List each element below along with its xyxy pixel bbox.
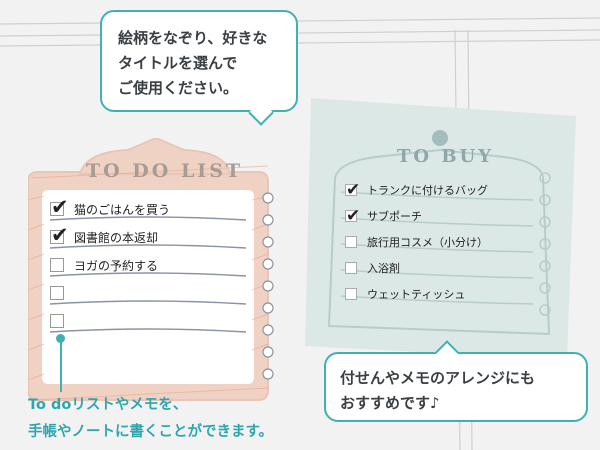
- check-icon: ✔: [346, 180, 361, 200]
- instruction-bubble: 絵柄をなぞり、好きな タイトルを選んで ご使用ください。: [100, 10, 298, 126]
- check-icon: ✔: [51, 195, 69, 219]
- todo-list-card: TO DO LIST ✔ 猫のごはんを買う ✔ 図書館の本返却 ヨガの予約する: [28, 138, 286, 420]
- checkbox[interactable]: [50, 314, 64, 328]
- usage-note-line: 手帳やノートに書くことができます。: [28, 424, 274, 440]
- check-icon: ✔: [346, 206, 361, 226]
- tobuy-list-card: TO BUY ✔ トランクに付けるバッグ ✔ サブポーチ 旅行用コスメ（小分け）…: [305, 98, 576, 360]
- usage-note-line: To doリストやメモを、: [28, 397, 188, 413]
- todo-item-label: 図書館の本返却: [74, 231, 159, 245]
- pointer-dot: [56, 334, 65, 343]
- checkbox[interactable]: ✔: [345, 206, 360, 226]
- checkbox[interactable]: ✔: [50, 224, 69, 246]
- todo-item-label: 猫のごはんを買う: [74, 203, 171, 217]
- arrangement-line: 付せんやメモのアレンジにも: [340, 369, 536, 387]
- todo-item[interactable]: ✔ 猫のごはんを買う: [50, 196, 238, 223]
- arrangement-line: おすすめです♪: [340, 394, 440, 412]
- arrangement-bubble: 付せんやメモのアレンジにも おすすめです♪: [324, 340, 588, 422]
- todo-item-label: ヨガの予約する: [74, 259, 159, 273]
- tobuy-item[interactable]: 旅行用コスメ（小分け）: [345, 232, 533, 256]
- checkbox[interactable]: [345, 288, 357, 300]
- instruction-text: 絵柄をなぞり、好きな タイトルを選んで ご使用ください。: [118, 26, 267, 101]
- checkbox[interactable]: [50, 258, 64, 272]
- checkbox[interactable]: [50, 286, 64, 300]
- tobuy-list-title: TO BUY: [397, 146, 495, 167]
- todo-item[interactable]: ✔ 図書館の本返却: [50, 224, 238, 251]
- instruction-line: 絵柄をなぞり、好きな: [118, 29, 268, 47]
- todo-list-title: TO DO LIST: [86, 160, 244, 182]
- tobuy-item-label: サブポーチ: [367, 210, 422, 223]
- checkbox[interactable]: ✔: [50, 196, 69, 218]
- tobuy-item-label: ウェットティッシュ: [367, 288, 466, 301]
- todo-clipboard-shape: [28, 138, 274, 401]
- tobuy-item[interactable]: ✔ サブポーチ: [345, 206, 533, 230]
- pointer-line: [60, 340, 62, 392]
- tobuy-item-label: 入浴剤: [367, 262, 400, 275]
- usage-note: To doリストやメモを、 手帳やノートに書くことができます。: [28, 392, 273, 446]
- tobuy-item[interactable]: 入浴剤: [345, 258, 533, 282]
- tobuy-item[interactable]: ウェットティッシュ: [345, 284, 533, 308]
- checkbox[interactable]: [345, 236, 357, 248]
- todo-item[interactable]: ヨガの予約する: [50, 255, 238, 279]
- tobuy-item[interactable]: ✔ トランクに付けるバッグ: [345, 180, 533, 204]
- tobuy-item-label: 旅行用コスメ（小分け）: [367, 236, 488, 249]
- todo-item[interactable]: [50, 311, 238, 335]
- checkbox[interactable]: [345, 262, 357, 274]
- checkbox[interactable]: ✔: [345, 180, 360, 200]
- tobuy-item-label: トランクに付けるバッグ: [367, 184, 488, 197]
- instruction-line: タイトルを選んで: [118, 54, 238, 72]
- instruction-line: ご使用ください。: [118, 79, 239, 97]
- todo-item[interactable]: [50, 283, 238, 307]
- arrangement-text: 付せんやメモのアレンジにも おすすめです♪: [340, 366, 535, 416]
- check-icon: ✔: [51, 223, 69, 247]
- tobuy-memo-shape: [305, 98, 576, 360]
